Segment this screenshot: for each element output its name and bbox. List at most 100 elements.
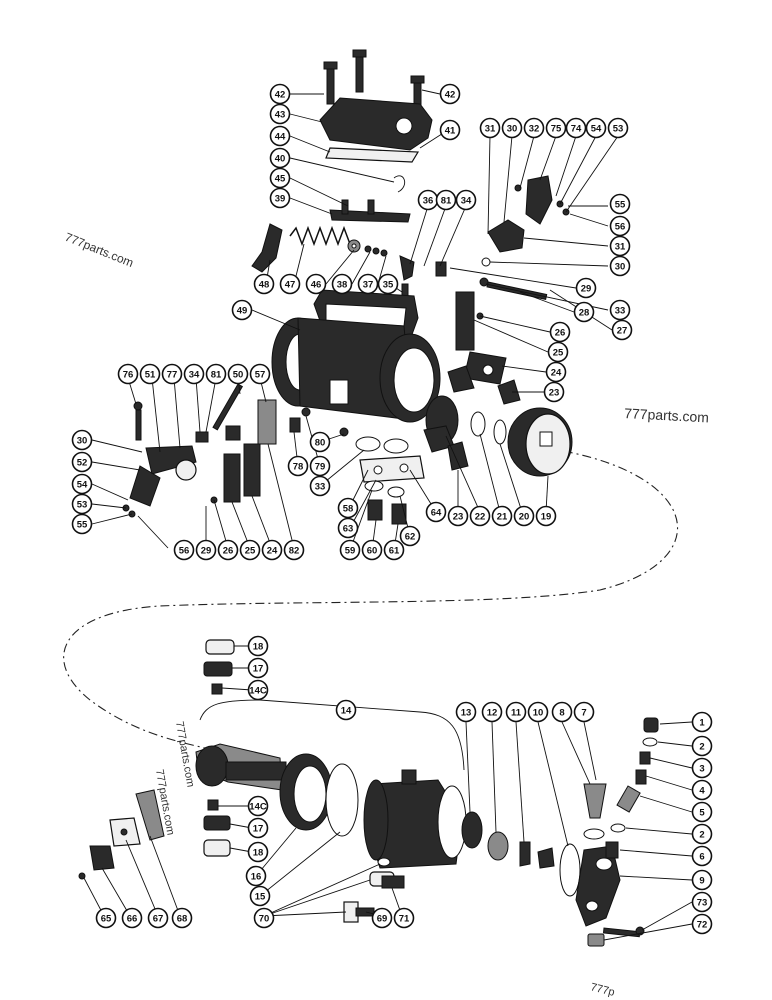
callout: 30 (609, 255, 631, 277)
svg-text:41: 41 (445, 126, 456, 137)
callout: 31 (609, 235, 631, 257)
svg-text:64: 64 (431, 508, 442, 519)
svg-text:7: 7 (581, 708, 586, 719)
callout: 59 (339, 539, 361, 561)
callout: 33 (309, 475, 331, 497)
callout: 1 (691, 711, 713, 733)
leader-lines (83, 89, 693, 941)
svg-text:37: 37 (363, 280, 374, 291)
callout: 30 (71, 429, 93, 451)
callout: 14C (247, 679, 269, 701)
svg-text:61: 61 (389, 546, 400, 557)
callout: 26 (217, 539, 239, 561)
callout: 24 (545, 361, 567, 383)
top-assembly-parts (122, 49, 573, 525)
watermark-bottom-vertical: 777parts.com (173, 720, 196, 788)
svg-text:2: 2 (699, 742, 704, 753)
svg-text:17: 17 (253, 824, 264, 835)
callout: 63 (337, 517, 359, 539)
callout: 55 (71, 513, 93, 535)
svg-text:54: 54 (77, 480, 88, 491)
svg-text:24: 24 (267, 546, 278, 557)
callout: 37 (357, 273, 379, 295)
callout: 50 (227, 363, 249, 385)
callout: 70 (253, 907, 275, 929)
callout: 24 (261, 539, 283, 561)
callout: 53 (607, 117, 629, 139)
callout: 7 (573, 701, 595, 723)
callout: 72 (691, 913, 713, 935)
svg-text:1: 1 (699, 718, 705, 729)
callout: 69 (371, 907, 393, 929)
svg-text:56: 56 (179, 546, 190, 557)
callout: 56 (609, 215, 631, 237)
svg-text:72: 72 (697, 920, 708, 931)
callout: 81 (435, 189, 457, 211)
svg-text:60: 60 (367, 546, 378, 557)
svg-text:24: 24 (551, 368, 562, 379)
svg-text:42: 42 (275, 90, 286, 101)
svg-text:38: 38 (337, 280, 348, 291)
svg-text:20: 20 (519, 512, 530, 523)
svg-text:55: 55 (615, 200, 626, 211)
svg-text:50: 50 (233, 370, 244, 381)
callout: 68 (171, 907, 193, 929)
callout: 25 (547, 341, 569, 363)
callout: 18 (247, 841, 269, 863)
callout: 26 (549, 321, 571, 343)
svg-text:80: 80 (315, 438, 326, 449)
bottom-assembly-parts (78, 639, 659, 947)
callout: 67 (147, 907, 169, 929)
callout: 57 (249, 363, 271, 385)
svg-text:13: 13 (461, 708, 472, 719)
callout: 81 (205, 363, 227, 385)
svg-text:10: 10 (533, 708, 544, 719)
callout: 14C (247, 795, 269, 817)
callout: 30 (501, 117, 523, 139)
callout: 34 (183, 363, 205, 385)
svg-text:45: 45 (275, 174, 286, 185)
callout: 55 (609, 193, 631, 215)
svg-text:43: 43 (275, 110, 286, 121)
callout: 15 (249, 885, 271, 907)
callout: 56 (173, 539, 195, 561)
svg-text:30: 30 (615, 262, 626, 273)
svg-text:28: 28 (579, 308, 590, 319)
svg-text:15: 15 (255, 892, 266, 903)
svg-text:21: 21 (497, 512, 508, 523)
callout: 2 (691, 735, 713, 757)
callout: 53 (71, 493, 93, 515)
callout: 2 (691, 823, 713, 845)
svg-text:54: 54 (591, 124, 602, 135)
callout: 54 (71, 473, 93, 495)
callout: 62 (399, 525, 421, 547)
watermark-corner: 777p (589, 981, 616, 999)
svg-text:74: 74 (571, 124, 582, 135)
assembly-connection-line (63, 447, 678, 749)
callout: 61 (383, 539, 405, 561)
callout: 73 (691, 891, 713, 913)
svg-text:23: 23 (549, 388, 560, 399)
callout: 36 (417, 189, 439, 211)
callout: 18 (247, 635, 269, 657)
svg-text:53: 53 (77, 500, 88, 511)
svg-text:56: 56 (615, 222, 626, 233)
callout: 74 (565, 117, 587, 139)
callout: 51 (139, 363, 161, 385)
callout: 54 (585, 117, 607, 139)
svg-text:59: 59 (345, 546, 356, 557)
callout: 16 (245, 865, 267, 887)
callout: 52 (71, 451, 93, 473)
svg-text:25: 25 (553, 348, 564, 359)
callout: 28 (573, 301, 595, 323)
callout: 19 (535, 505, 557, 527)
svg-text:8: 8 (559, 708, 564, 719)
svg-text:77: 77 (167, 370, 178, 381)
callout: 42 (269, 83, 291, 105)
callout: 60 (361, 539, 383, 561)
callout: 45 (269, 167, 291, 189)
svg-text:82: 82 (289, 546, 300, 557)
svg-text:5: 5 (699, 808, 705, 819)
callout: 40 (269, 147, 291, 169)
svg-text:26: 26 (555, 328, 566, 339)
